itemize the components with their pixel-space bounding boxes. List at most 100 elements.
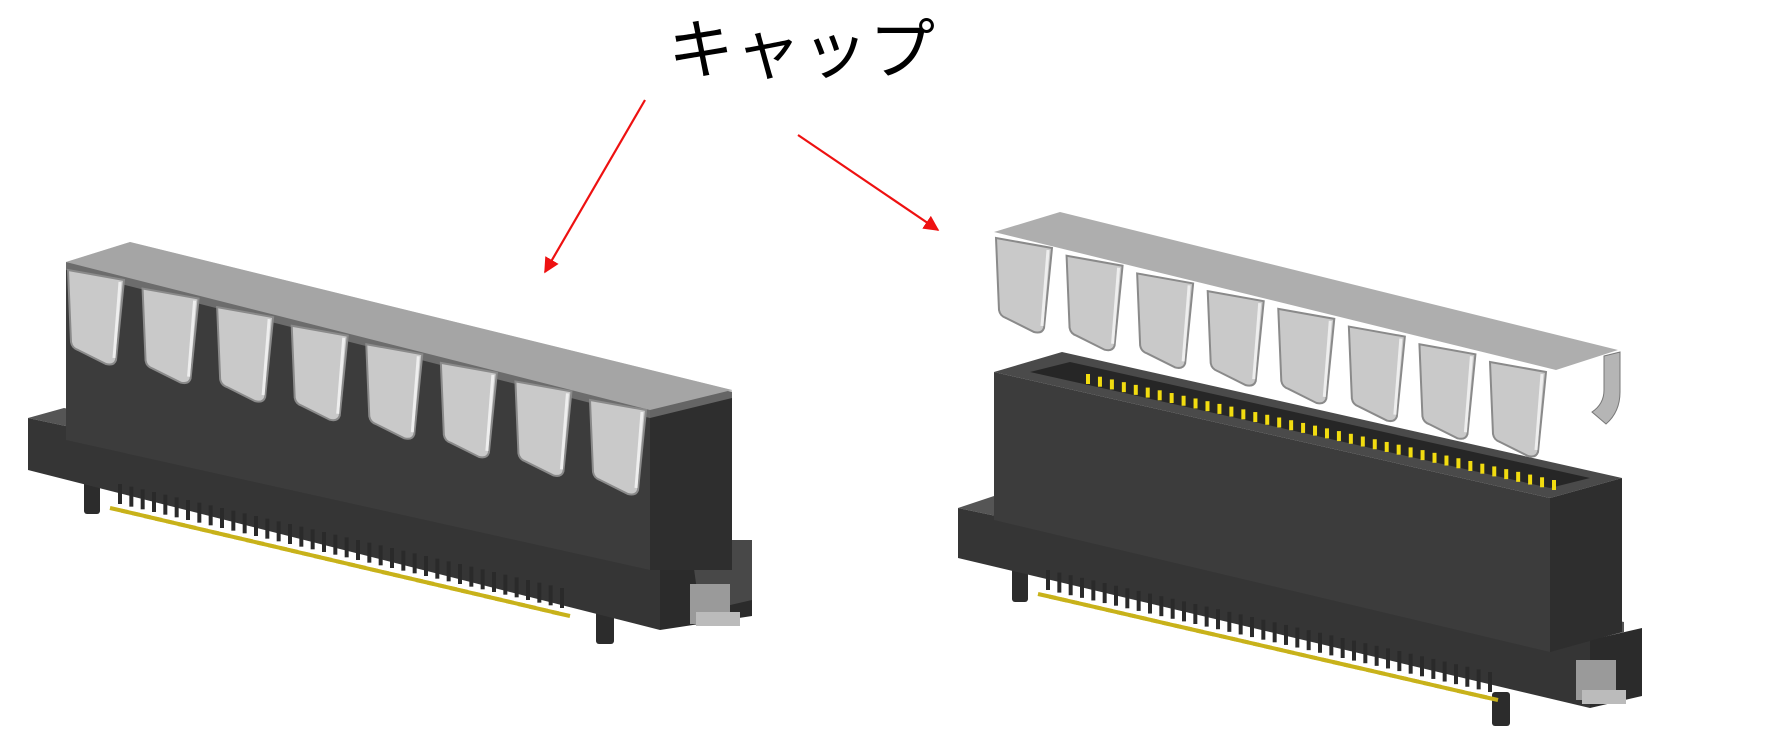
pin-post [560, 588, 564, 608]
finger-highlight [1252, 303, 1262, 380]
finger-highlight [261, 319, 271, 396]
pin-row [109, 484, 571, 618]
pin-post [118, 484, 122, 504]
pin-post [1068, 575, 1073, 596]
pin-lead [551, 610, 571, 618]
arrow-to-left-cap [544, 99, 646, 274]
pin-post [174, 497, 179, 518]
pin-post [1431, 658, 1436, 679]
pin-post [1340, 638, 1345, 658]
pin-post [1159, 596, 1164, 617]
contact [1313, 425, 1318, 436]
pin-post [458, 564, 462, 584]
contact [1516, 471, 1521, 482]
pin-lead [1479, 694, 1499, 702]
contact [1145, 387, 1150, 398]
contact-row [1086, 374, 1556, 490]
contact [1301, 422, 1306, 433]
pin-post [356, 540, 360, 560]
pin-post [333, 534, 338, 555]
pin-post [310, 529, 315, 550]
cap-finger [1065, 254, 1124, 352]
contact [1157, 390, 1162, 401]
cap-finger [141, 287, 200, 385]
pin-post [1170, 598, 1175, 619]
cap-finger [1418, 343, 1477, 440]
pin-post [1295, 627, 1300, 648]
exploded-connector [958, 212, 1642, 726]
contact [1265, 414, 1270, 425]
finger-highlight [634, 411, 644, 489]
pin-post [299, 526, 304, 547]
pin-post [526, 580, 530, 600]
finger-highlight [336, 337, 346, 414]
finger-highlight [1534, 373, 1544, 451]
pin-post [276, 521, 281, 542]
pin-post [424, 556, 428, 576]
pin-post [197, 502, 202, 523]
contact [1552, 480, 1556, 490]
mounting-post [1492, 692, 1510, 726]
pin-post [480, 569, 485, 590]
finger-highlight [112, 281, 122, 359]
pin-post [412, 553, 417, 574]
finger-highlight [1463, 356, 1473, 433]
pin-post [231, 510, 236, 531]
contact [1241, 409, 1246, 420]
contact [1420, 450, 1425, 461]
pin-post [548, 585, 553, 606]
pin-post [1136, 590, 1141, 611]
pin-post [208, 505, 213, 526]
cap-label: キャップ [668, 12, 936, 89]
contact [1408, 447, 1413, 458]
pin-post [1306, 630, 1311, 651]
pin-post [514, 577, 519, 598]
contact [1205, 401, 1210, 412]
pin-post [1261, 619, 1266, 640]
finger-highlight [1181, 285, 1191, 362]
cap-finger [1206, 289, 1265, 387]
pin-post [390, 548, 394, 568]
cap-finger [439, 361, 498, 459]
mounting-post [84, 480, 100, 514]
cap-fingers [994, 236, 1548, 458]
cap-end-clip [1591, 351, 1621, 425]
pin-post [242, 513, 247, 534]
contact [1432, 452, 1437, 463]
contact [1396, 444, 1401, 455]
pin-post [1318, 632, 1322, 653]
contact [1289, 420, 1294, 431]
pin-post [186, 500, 190, 520]
pin-post [129, 486, 134, 507]
contact [1217, 403, 1222, 414]
pin-post [1420, 656, 1424, 677]
pin-post [1080, 577, 1084, 598]
pin-post [163, 494, 168, 515]
cap-finger [365, 343, 424, 440]
finger-highlight [1322, 320, 1332, 397]
pin-post [1250, 617, 1254, 638]
pin-post [1216, 609, 1220, 630]
housing-end [650, 372, 732, 570]
contact [1360, 436, 1365, 447]
pin-post [1091, 580, 1096, 601]
contact [1133, 384, 1138, 395]
pin-post [1454, 664, 1458, 685]
cap-top [994, 212, 1618, 370]
base-flange-front [958, 508, 1590, 708]
pin-post [378, 545, 383, 566]
pin-post [344, 537, 349, 558]
pin-post [152, 492, 156, 512]
contact [1324, 428, 1329, 439]
contact [1193, 398, 1198, 409]
pin-post [1148, 593, 1152, 614]
pin-post [140, 489, 145, 510]
pin-post [1374, 645, 1379, 666]
pin-post [1182, 601, 1186, 622]
pin-post [1363, 643, 1368, 664]
cap-finger [1136, 272, 1195, 369]
finger-highlight [1111, 267, 1121, 344]
contact [1229, 406, 1234, 417]
housing-front [994, 372, 1550, 652]
